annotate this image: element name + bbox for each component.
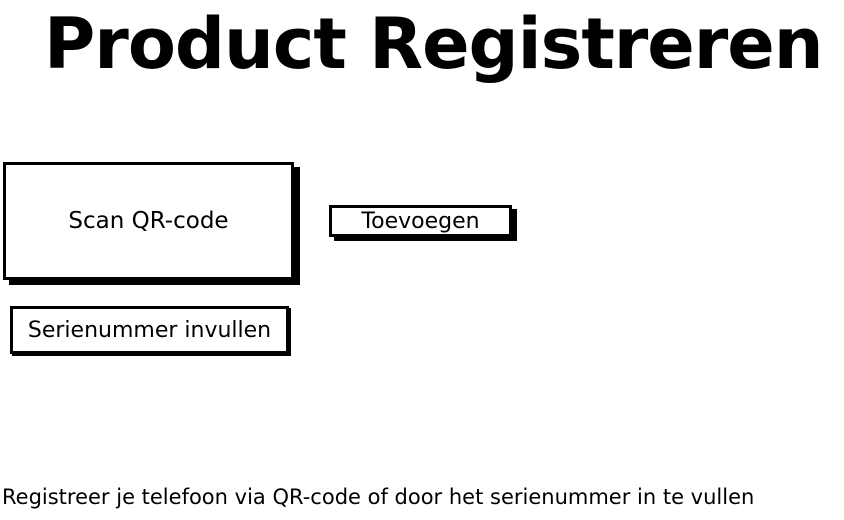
- serial-number-field[interactable]: Serienummer invullen: [10, 306, 289, 354]
- add-button[interactable]: Toevoegen: [329, 205, 512, 237]
- serial-number-label: Serienummer invullen: [27, 317, 272, 343]
- scan-qr-button[interactable]: Scan QR-code: [3, 162, 294, 280]
- page-title: Product Registreren: [44, 3, 824, 85]
- instruction-text: Registreer je telefoon via QR-code of do…: [2, 485, 755, 509]
- scan-qr-label: Scan QR-code: [68, 208, 229, 234]
- add-button-label: Toevoegen: [361, 208, 480, 234]
